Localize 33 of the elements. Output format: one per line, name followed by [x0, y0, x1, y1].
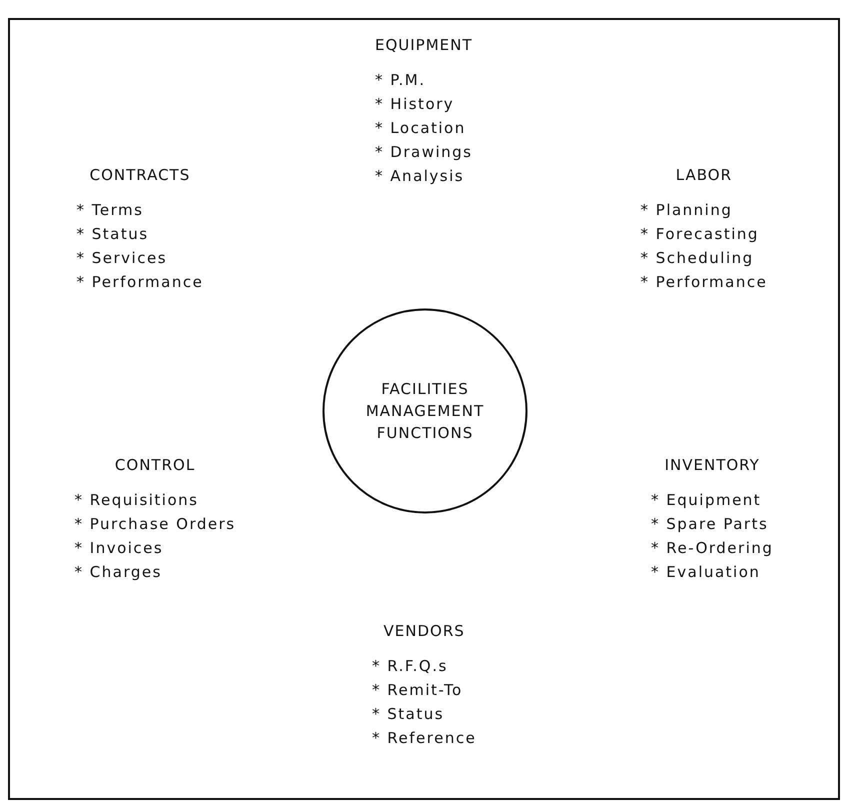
section-heading: INVENTORY	[664, 456, 760, 474]
list-item: * R.F.Q.s	[372, 656, 448, 677]
list-item: * Terms	[76, 200, 144, 221]
list-item: * History	[375, 94, 454, 115]
node-label: FACILITIES MANAGEMENT FUNCTIONS	[364, 379, 486, 444]
list-item: * Re-Ordering	[651, 538, 774, 559]
section-heading: LABOR	[676, 166, 732, 184]
list-item: * Reference	[372, 728, 476, 749]
list-item: * Equipment	[651, 490, 762, 511]
section-heading: CONTRACTS	[90, 166, 190, 184]
list-item: * Drawings	[375, 142, 472, 163]
list-item: * Invoices	[74, 538, 164, 559]
list-item: * Evaluation	[651, 562, 760, 583]
list-item: * Forecasting	[640, 224, 759, 245]
section-heading: CONTROL	[114, 456, 196, 474]
list-item: * Requisitions	[74, 490, 198, 511]
list-item: * Scheduling	[640, 248, 754, 269]
list-item: * Performance	[76, 272, 204, 293]
list-item: * Status	[372, 704, 444, 725]
circle-node	[322, 308, 528, 514]
list-item: * Spare Parts	[651, 514, 768, 535]
list-item: * Status	[76, 224, 149, 245]
list-item: * Planning	[640, 200, 732, 221]
list-item: * Analysis	[375, 166, 464, 187]
list-item: * Purchase Orders	[74, 514, 236, 535]
section-heading: VENDORS	[384, 622, 465, 640]
list-item: * Services	[76, 248, 168, 269]
list-item: * Remit-To	[372, 680, 463, 701]
list-item: * Performance	[640, 272, 768, 293]
section-heading: EQUIPMENT	[375, 36, 473, 54]
list-item: * Charges	[74, 562, 162, 583]
list-item: * P.M.	[375, 70, 426, 91]
list-item: * Location	[375, 118, 466, 139]
